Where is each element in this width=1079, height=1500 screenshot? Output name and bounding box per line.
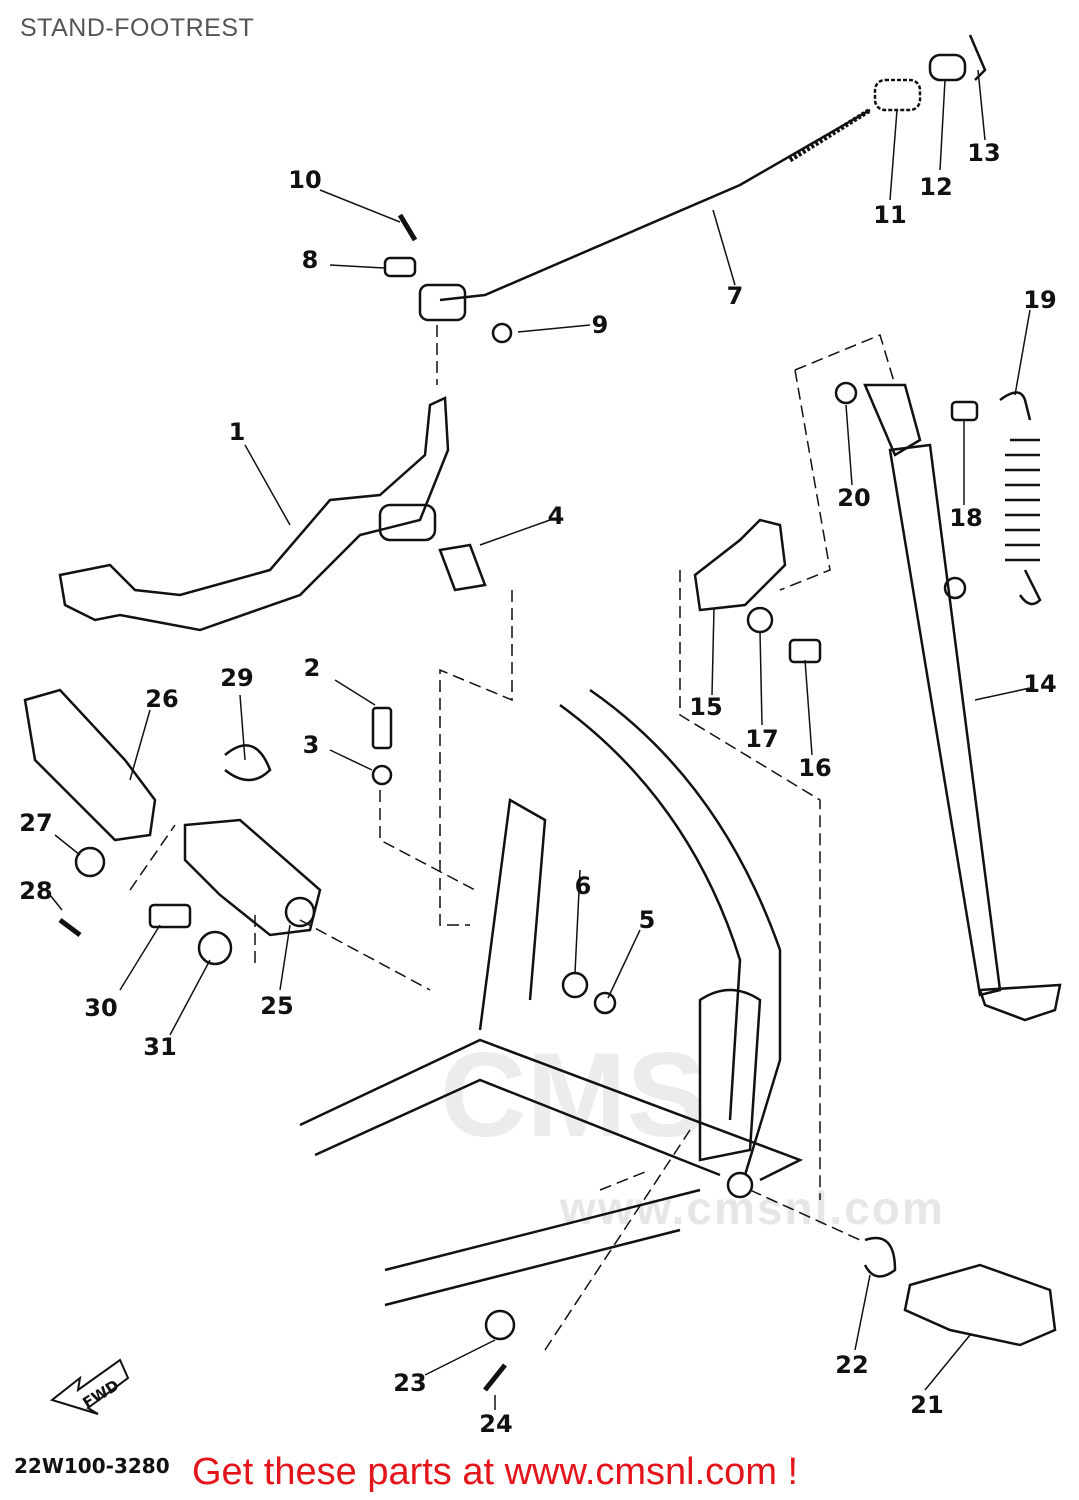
part-number-label[interactable]: 13 [967,139,1001,167]
part-number-label[interactable]: 18 [949,504,983,532]
part-number-label[interactable]: 29 [220,664,254,692]
spring-29 [224,744,272,782]
part-13 [968,34,987,81]
part-number-label[interactable]: 10 [288,166,322,194]
bolt-16 [788,638,822,664]
part-12 [928,53,967,82]
watermark-url: www.cmsnl.com [560,1182,945,1234]
washer-6 [561,971,589,999]
part-number-label[interactable]: 8 [301,246,319,274]
part-number-label[interactable]: 2 [303,654,321,682]
spring-22 [863,1236,897,1278]
part-number-label[interactable]: 17 [745,725,779,753]
stand-cable [439,108,871,302]
part-number-label[interactable]: 28 [19,877,53,905]
cotter-pin-24 [483,1363,507,1392]
part-number-label[interactable]: 19 [1023,286,1057,314]
part-number-label[interactable]: 26 [145,685,179,713]
part-number-label[interactable]: 4 [547,502,565,530]
promo-link[interactable]: Get these parts at www.cmsnl.com ! [192,1451,799,1493]
nut-3 [371,764,393,786]
pedal-arm [478,797,547,1031]
spring-11 [873,78,922,112]
part-number-label[interactable]: 24 [479,1410,513,1438]
pin-27 [74,846,106,878]
part-number-label[interactable]: 20 [837,484,871,512]
side-stand [888,443,1002,997]
bolt-30 [148,903,192,929]
frame-tube [559,688,782,1176]
part-number-label[interactable]: 11 [873,201,907,229]
part-number-label[interactable]: 30 [84,994,118,1022]
part-number-label[interactable]: 31 [143,1033,177,1061]
part-number-label[interactable]: 3 [302,731,320,759]
diagram-title: STAND-FOOTREST [20,14,255,42]
pin-23 [484,1309,516,1341]
diagram-code: 22W100-3280 [14,1454,170,1478]
pin-stand [943,576,967,600]
part-number-label[interactable]: 21 [910,1391,944,1419]
clip-5 [593,991,617,1015]
part-number-label[interactable]: 1 [228,418,246,446]
washer-17 [746,606,774,634]
part-number-label[interactable]: 12 [919,173,953,201]
footrest-21 [903,1263,1057,1347]
frame-bracket [698,988,762,1162]
part-number-label[interactable]: 16 [798,754,832,782]
stand-bracket-15 [693,518,787,612]
stand-foot [978,983,1062,1022]
fwd-label: FWD [79,1376,122,1412]
spring-4 [438,543,487,592]
part-number-label[interactable]: 25 [260,992,294,1020]
fwd-arrow-icon: FWD [49,1358,130,1415]
spring-19 [999,391,1042,606]
bushing [284,896,316,928]
cotter-pin-10 [397,213,418,242]
brake-pedal [58,396,450,632]
part-number-label[interactable]: 7 [726,282,744,310]
footrest-bracket-25 [183,818,322,937]
frame [299,1038,804,1307]
cotter-pin-28 [58,918,82,937]
part-number-label[interactable]: 14 [1023,670,1057,698]
pivot [726,1171,754,1199]
part-number-label[interactable]: 22 [835,1351,869,1379]
part-number-label[interactable]: 15 [689,693,723,721]
pedal-shaft [378,503,437,542]
part-number-label[interactable]: 6 [574,872,592,900]
part-number-label[interactable]: 23 [393,1369,427,1397]
watermark-logo: CMS [440,1028,707,1162]
bolt-2 [371,706,393,750]
bolt-18 [950,400,979,422]
part-number-label[interactable]: 5 [638,906,656,934]
washer-9 [491,322,513,344]
clevis [418,283,467,322]
part-number-label[interactable]: 27 [19,809,53,837]
pin-8 [383,256,417,278]
footrest-26 [23,688,157,842]
stand-bracket-top [863,383,922,457]
nut-20 [834,381,858,405]
washer-31 [197,930,233,966]
part-number-label[interactable]: 9 [591,311,609,339]
